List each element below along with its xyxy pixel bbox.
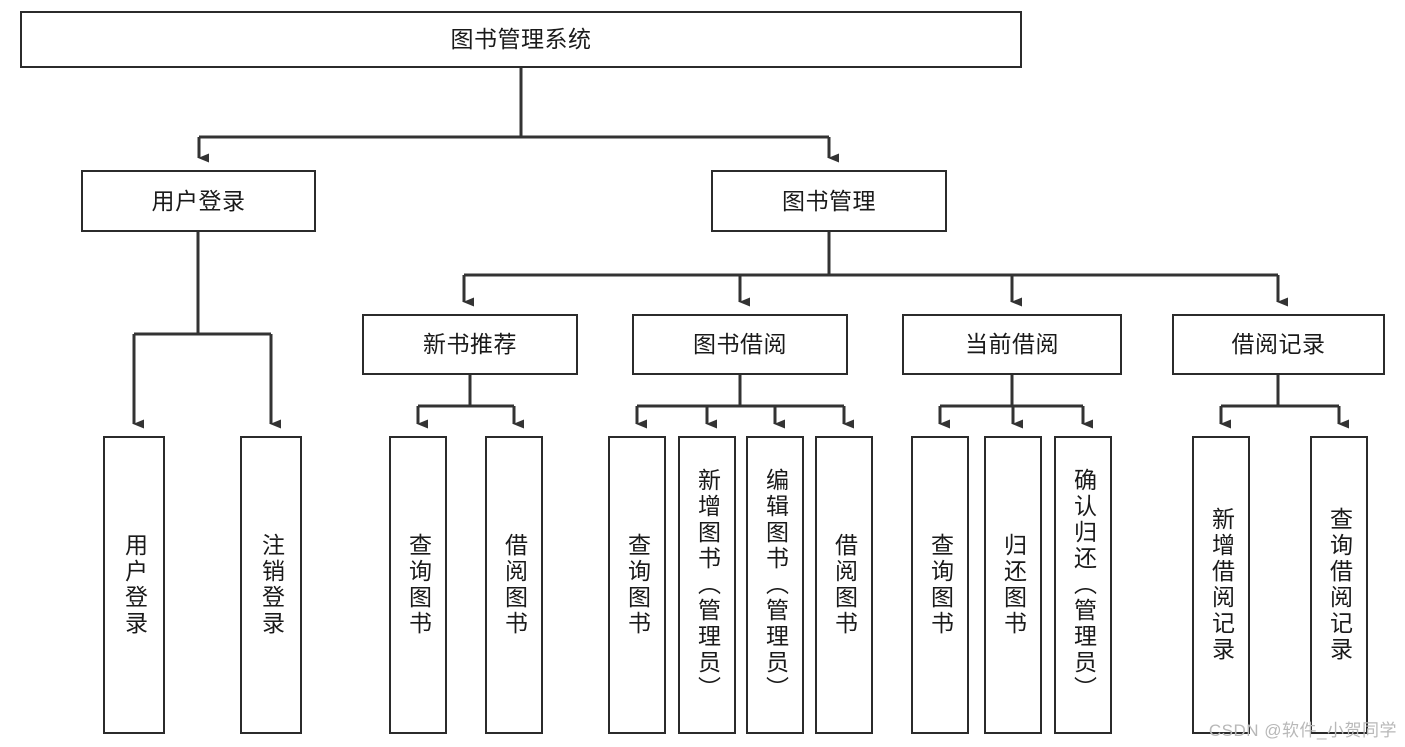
node-label: 编辑图书（管理员） [762, 468, 789, 702]
node-leaf-query-book-current[interactable]: 查询图书 [911, 436, 969, 734]
node-label: 确认归还（管理员） [1070, 468, 1097, 702]
node-label: 查询借阅记录 [1326, 507, 1353, 663]
node-new-book-recommend[interactable]: 新书推荐 [362, 314, 578, 375]
node-book-manage[interactable]: 图书管理 [711, 170, 947, 232]
node-book-borrow[interactable]: 图书借阅 [632, 314, 848, 375]
node-label: 用户登录 [151, 187, 246, 214]
node-leaf-query-book-recommend[interactable]: 查询图书 [389, 436, 447, 734]
node-label: 新书推荐 [423, 331, 517, 358]
node-leaf-confirm-return-admin[interactable]: 确认归还（管理员） [1054, 436, 1112, 734]
edge-user-login-to-leaves [132, 232, 281, 429]
node-leaf-borrow-book-recommend[interactable]: 借阅图书 [485, 436, 543, 734]
edge-current-borrow-to-leaves [938, 375, 1093, 429]
node-leaf-borrow-book[interactable]: 借阅图书 [815, 436, 873, 734]
node-leaf-logout[interactable]: 注销登录 [240, 436, 302, 734]
node-label: 新增借阅记录 [1208, 507, 1235, 663]
node-user-login[interactable]: 用户登录 [81, 170, 316, 232]
node-label: 新增图书（管理员） [694, 468, 721, 702]
csdn-watermark: CSDN @软件_小贺同学 [1208, 721, 1397, 740]
edge-root-to-bus [197, 68, 839, 163]
edge-book-borrow-to-leaves [635, 375, 854, 429]
node-leaf-add-borrow-record[interactable]: 新增借阅记录 [1192, 436, 1250, 734]
node-label: 图书借阅 [693, 331, 787, 358]
node-leaf-user-login[interactable]: 用户登录 [103, 436, 165, 734]
node-root-system[interactable]: 图书管理系统 [20, 11, 1022, 68]
node-label: 归还图书 [1000, 533, 1027, 637]
node-leaf-query-borrow-record[interactable]: 查询借阅记录 [1310, 436, 1368, 734]
node-leaf-add-book-admin[interactable]: 新增图书（管理员） [678, 436, 736, 734]
node-leaf-edit-book-admin[interactable]: 编辑图书（管理员） [746, 436, 804, 734]
node-label: 图书管理系统 [450, 26, 592, 53]
node-label: 查询图书 [405, 533, 432, 637]
edge-borrow-record-to-leaves [1219, 375, 1349, 429]
node-label: 图书管理 [782, 187, 876, 214]
node-label: 注销登录 [258, 533, 285, 637]
node-current-borrow[interactable]: 当前借阅 [902, 314, 1122, 375]
edge-book-manage-to-submodules [462, 232, 1288, 307]
node-label: 借阅图书 [831, 533, 858, 637]
node-label: 查询图书 [927, 533, 954, 637]
node-label: 用户登录 [121, 533, 148, 637]
node-label: 借阅记录 [1231, 331, 1326, 358]
node-leaf-return-book[interactable]: 归还图书 [984, 436, 1042, 734]
node-borrow-record[interactable]: 借阅记录 [1172, 314, 1385, 375]
edge-new-book-rec-to-leaves [416, 375, 524, 429]
node-label: 借阅图书 [501, 533, 528, 637]
node-label: 当前借阅 [965, 331, 1059, 358]
node-leaf-query-book-borrow[interactable]: 查询图书 [608, 436, 666, 734]
node-label: 查询图书 [624, 533, 651, 637]
